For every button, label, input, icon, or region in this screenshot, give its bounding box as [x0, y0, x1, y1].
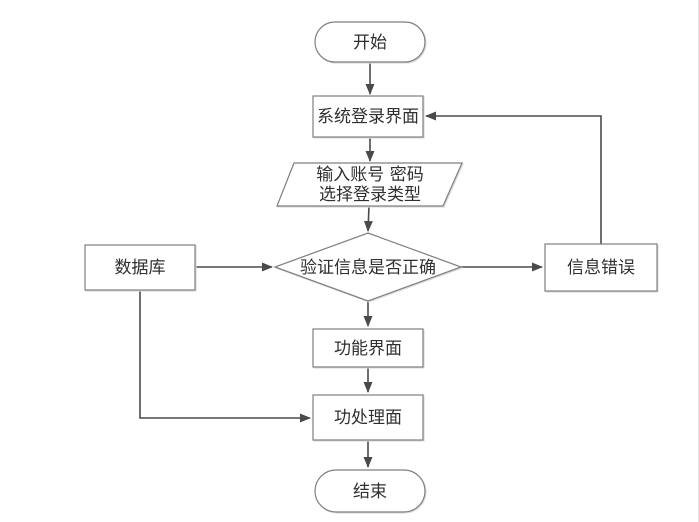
function-process-shape [312, 328, 424, 368]
flowchart-edges [139, 62, 602, 468]
node-input: 输入账号 密码 选择登录类型 [276, 162, 463, 207]
start-label: 开始 [353, 33, 387, 53]
process-shape [312, 394, 424, 441]
node-process-screen: 功处理面 [312, 394, 424, 441]
input-label-line1: 输入账号 密码 [316, 165, 423, 185]
edge-database-to-process [139, 290, 311, 423]
node-verify: 验证信息是否正确 [273, 232, 463, 302]
input-label-line2: 选择登录类型 [319, 185, 421, 205]
node-function-screen: 功能界面 [312, 328, 424, 368]
verify-label: 验证信息是否正确 [300, 258, 436, 278]
input-parallelogram-shape [276, 162, 463, 207]
edge-error-to-login-feedback [425, 111, 602, 244]
database-process-shape [84, 244, 196, 291]
node-database: 数据库 [84, 244, 196, 291]
node-error: 信息错误 [544, 243, 658, 292]
error-label: 信息错误 [567, 258, 635, 278]
edge-input-to-verify [363, 205, 373, 232]
end-terminator-shape [314, 469, 426, 513]
node-start: 开始 [314, 21, 426, 63]
login-process-shape [312, 95, 424, 138]
process-label: 功处理面 [334, 408, 402, 428]
database-label: 数据库 [115, 258, 166, 278]
login-label: 系统登录界面 [317, 107, 419, 127]
end-label: 结束 [353, 482, 387, 502]
verify-decision-shape [273, 232, 463, 302]
error-process-shape [544, 243, 658, 292]
function-label: 功能界面 [334, 339, 402, 359]
node-login: 系统登录界面 [312, 95, 424, 138]
node-end: 结束 [314, 469, 426, 513]
start-terminator-shape [314, 21, 426, 63]
